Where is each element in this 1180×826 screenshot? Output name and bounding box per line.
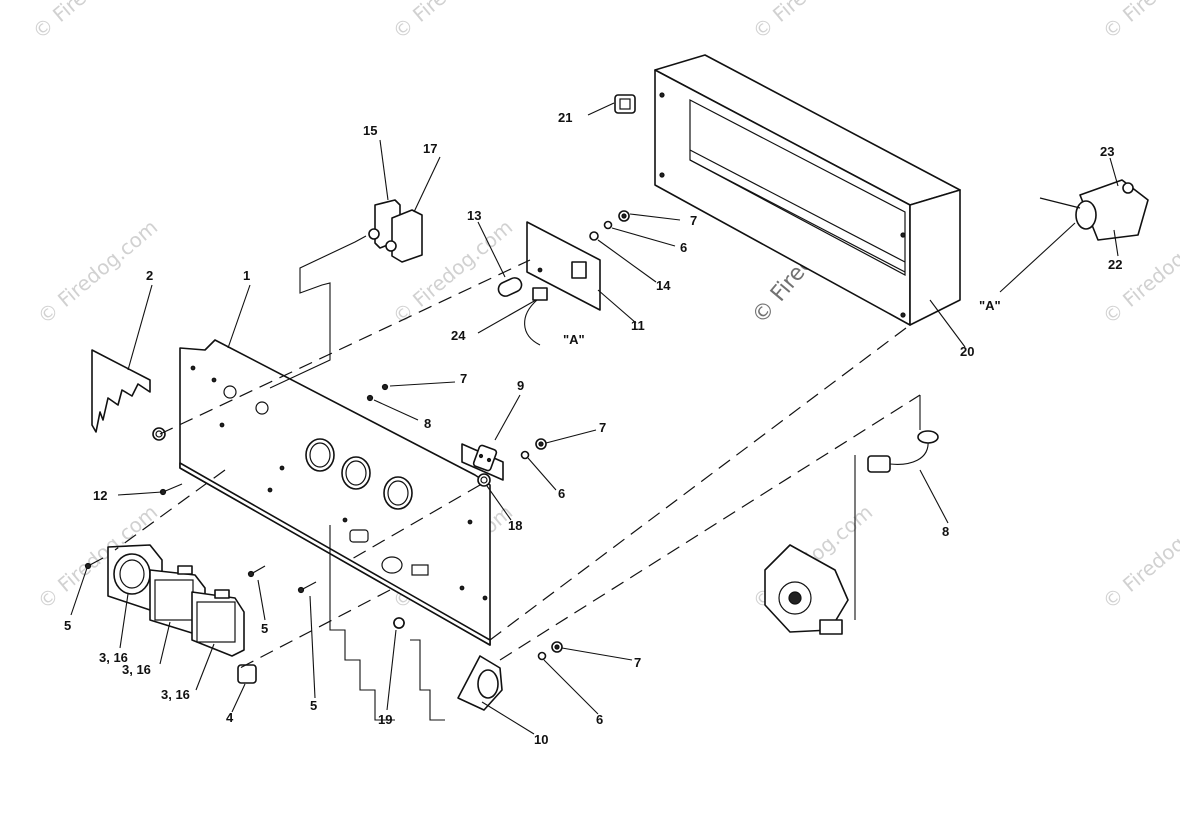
wire-plug-part-8 — [867, 430, 939, 473]
bracket-part-11 — [524, 221, 601, 346]
callout-6: 6 — [596, 712, 603, 727]
callout-7: 7 — [634, 655, 641, 670]
switch-wire-harness — [269, 235, 367, 389]
callout-2: 2 — [146, 268, 153, 283]
callout-15: 15 — [363, 123, 377, 138]
enclosure-box-part-20 — [654, 54, 961, 326]
wire-ref-a-line — [999, 222, 1076, 293]
callout-3-16: 3, 16 — [161, 687, 190, 702]
watermark-layer: © Firedog.com © Firedog.com © Firedog.co… — [28, 0, 1180, 614]
callout-8: 8 — [942, 524, 949, 539]
callout-labels: 1 2 15 17 13 21 7 6 14 11 24 "A" 7 8 9 7… — [64, 110, 1122, 747]
watermark-text: © Firedog.com — [748, 0, 877, 44]
callout-3-16: 3, 16 — [122, 662, 151, 677]
callout-8: 8 — [424, 416, 431, 431]
callout-10: 10 — [534, 732, 548, 747]
watermark-text: © Firedog.com — [33, 215, 162, 329]
callout-9: 9 — [517, 378, 524, 393]
callout-5: 5 — [64, 618, 71, 633]
callout-17: 17 — [423, 141, 437, 156]
rocker-switch-part-4 — [237, 664, 257, 684]
gauge-part-3-16-c — [191, 589, 245, 657]
callout-7: 7 — [460, 371, 467, 386]
switch-part-17 — [385, 209, 423, 263]
callout-5: 5 — [310, 698, 317, 713]
decal-part-2 — [91, 349, 151, 433]
callout-7: 7 — [599, 420, 606, 435]
watermark-text: © Firedog.com — [28, 0, 157, 44]
callout-12: 12 — [93, 488, 107, 503]
alternator-housing — [764, 544, 849, 635]
callout-ref-a-wire: "A" — [979, 298, 1001, 313]
watermark-text: © Firedog.com — [1098, 500, 1180, 614]
callout-5: 5 — [261, 621, 268, 636]
callout-11: 11 — [631, 318, 645, 333]
callout-4: 4 — [226, 710, 234, 725]
callout-13: 13 — [467, 208, 481, 223]
breaker-part-10 — [457, 655, 503, 711]
alignment-lines — [114, 259, 921, 721]
callout-24: 24 — [451, 328, 466, 343]
grommet-part-21 — [614, 94, 636, 114]
callout-7: 7 — [690, 213, 697, 228]
receptacle-part-9 — [461, 443, 504, 481]
callout-19: 19 — [378, 712, 392, 727]
knob-part-19 — [393, 617, 405, 629]
watermark-text: © Firedog.com — [1098, 0, 1180, 44]
spacer-part-13 — [497, 277, 523, 297]
screws — [84, 483, 317, 594]
leader-lines — [70, 102, 1119, 735]
callout-14: 14 — [656, 278, 671, 293]
callout-22: 22 — [1108, 257, 1122, 272]
callout-ref-a-connector: "A" — [563, 332, 585, 347]
terminal-assembly-part-22-23 — [999, 179, 1149, 293]
callout-20: 20 — [960, 344, 974, 359]
callout-21: 21 — [558, 110, 572, 125]
control-panel-part-1 — [179, 339, 491, 646]
callout-3-16: 3, 16 — [99, 650, 128, 665]
callout-23: 23 — [1100, 144, 1114, 159]
watermark-text: © Firedog.com — [388, 0, 517, 44]
callout-18: 18 — [508, 518, 522, 533]
callout-6: 6 — [680, 240, 687, 255]
callout-1: 1 — [243, 268, 250, 283]
callout-6: 6 — [558, 486, 565, 501]
